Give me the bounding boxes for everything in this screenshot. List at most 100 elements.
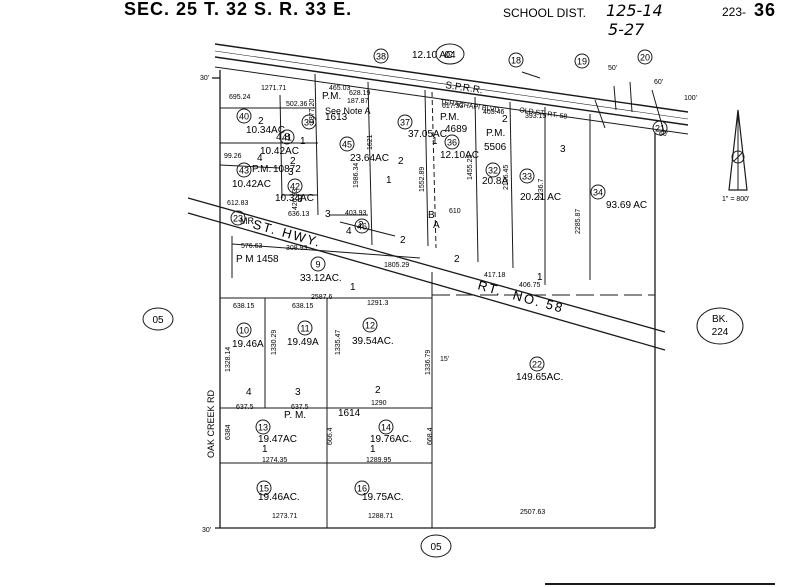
dimension-value: 1335.47 <box>335 330 342 355</box>
dimension-value: 1271.71 <box>261 85 286 92</box>
parcel-number-circle <box>378 419 394 435</box>
dimension-value: 6384 <box>225 424 232 440</box>
parcel-number-circle <box>310 256 326 272</box>
dimension-value: 426.93 <box>292 188 299 210</box>
parcel-number: 43 <box>239 166 249 176</box>
parcel-number: 39 <box>304 118 314 128</box>
parcel-number-circle <box>236 162 252 178</box>
parcel-18: 18 <box>508 52 524 68</box>
pm-label: P.M. <box>252 164 271 175</box>
parcel-20: 20 <box>637 49 653 65</box>
parcel-number: 38 <box>376 52 386 62</box>
parcel-number: 16 <box>357 484 367 494</box>
parcel-area: 12.10 AC <box>412 50 453 61</box>
lot-number: B <box>428 210 435 221</box>
dimension-value: 1274.35 <box>262 457 287 464</box>
parcel-number: 23 <box>233 214 243 224</box>
lot-number: 1 <box>432 136 438 147</box>
parcel-area: 12.10AC <box>440 150 479 161</box>
parcel-19: 19 <box>574 53 590 69</box>
dimension-value: 187.87 <box>347 98 369 105</box>
dimension-value: 100' <box>684 95 697 102</box>
dimension-value: 628.19 <box>349 90 371 97</box>
lot-number: 2 <box>400 235 406 246</box>
parcel-number-circle <box>279 129 295 145</box>
parcel-number-circle <box>230 210 246 226</box>
dimension-value: 1290 <box>371 400 387 407</box>
pm-label: P.M. <box>322 91 341 102</box>
parcel-38: 38 12.10 AC <box>373 48 453 64</box>
parcel-number: 36 <box>447 138 457 148</box>
lot-number: 1 <box>370 444 376 455</box>
dimension-value: 308.93 <box>286 245 308 252</box>
parcel-area: 149.65AC. <box>516 372 563 383</box>
parcel-number-circle <box>354 480 370 496</box>
parcel-area: 23.64AC <box>350 153 389 164</box>
state-highway <box>187 197 666 351</box>
parcel-number-circle <box>485 162 501 178</box>
dimension-value: 576.63 <box>241 243 263 250</box>
parcel-number: 11 <box>300 324 309 334</box>
parcel-number: 9 <box>315 260 320 270</box>
parcel-21: 21 <box>652 120 668 136</box>
book-ref-left: 05 <box>142 307 174 331</box>
pm-label: 1613 <box>325 112 348 123</box>
parcel-area: 37.05AC <box>408 129 447 140</box>
dimension-value: 15' <box>440 356 449 363</box>
pm-label: P. M. <box>284 410 306 421</box>
parcel-number-circle <box>652 120 668 136</box>
dimension-value: 30' <box>202 527 211 534</box>
dimension-value: 1552.89 <box>419 167 426 192</box>
parcel-area: 4.8 <box>276 132 290 143</box>
svg-text:05: 05 <box>152 315 164 326</box>
dimension-value: 1291.3 <box>367 300 389 307</box>
dimension-value: 1273.71 <box>272 513 297 520</box>
parcel-number-circle <box>519 168 535 184</box>
dimension-value: 60' <box>654 79 663 86</box>
dimension-value: 638.15 <box>292 303 314 310</box>
pm-label: P M 1458 <box>236 254 279 265</box>
dimension-value: 2236.7 <box>538 178 545 200</box>
section-township-range: SEC. 25 T. 32 S. R. 33 E. <box>124 0 352 19</box>
lot-number: 4 <box>246 387 252 398</box>
route-number: 58 <box>544 296 566 315</box>
parcel-area: 19.46AC. <box>258 492 300 503</box>
parcel-number-circle <box>297 320 313 336</box>
dimension-value: 637.5 <box>236 404 254 411</box>
lot-number: 1 <box>300 136 306 147</box>
dimension-value: 2285.87 <box>575 209 582 234</box>
dimension-value: 406.75 <box>519 282 541 289</box>
dimension-value: 1288.71 <box>368 513 393 520</box>
dimension-value: 99.26 <box>224 153 242 160</box>
svg-text:04: 04 <box>444 50 456 61</box>
dimension-value: 393.15 <box>525 113 547 120</box>
school-district-value-2: 5-27 <box>608 20 645 39</box>
section-boundary <box>212 70 656 529</box>
parcel-number: 18 <box>511 56 521 66</box>
lot-number: 3 <box>325 209 331 220</box>
route-label: RT. <box>476 277 504 298</box>
parcel-36: 36 12.10AC <box>440 134 479 161</box>
parcel-area: 10.34AC <box>246 125 285 136</box>
dimension-value: 1377.20 <box>309 99 316 124</box>
parcel-number: 33 <box>522 172 532 182</box>
book-ref-right: BK. 224 <box>696 307 744 345</box>
parcel-area: 10.42AC <box>232 179 271 190</box>
school-district-label: SCHOOL DIST. <box>503 6 586 20</box>
dimension-value: 2106.45 <box>503 165 510 190</box>
dimension-value: 617.33 <box>442 103 464 110</box>
parcel-number-circle <box>255 419 271 435</box>
parcel-area: 10.42AC <box>260 146 299 157</box>
parcel-9: 933.12AC. <box>300 256 342 284</box>
lot-number: 3 <box>295 387 301 398</box>
